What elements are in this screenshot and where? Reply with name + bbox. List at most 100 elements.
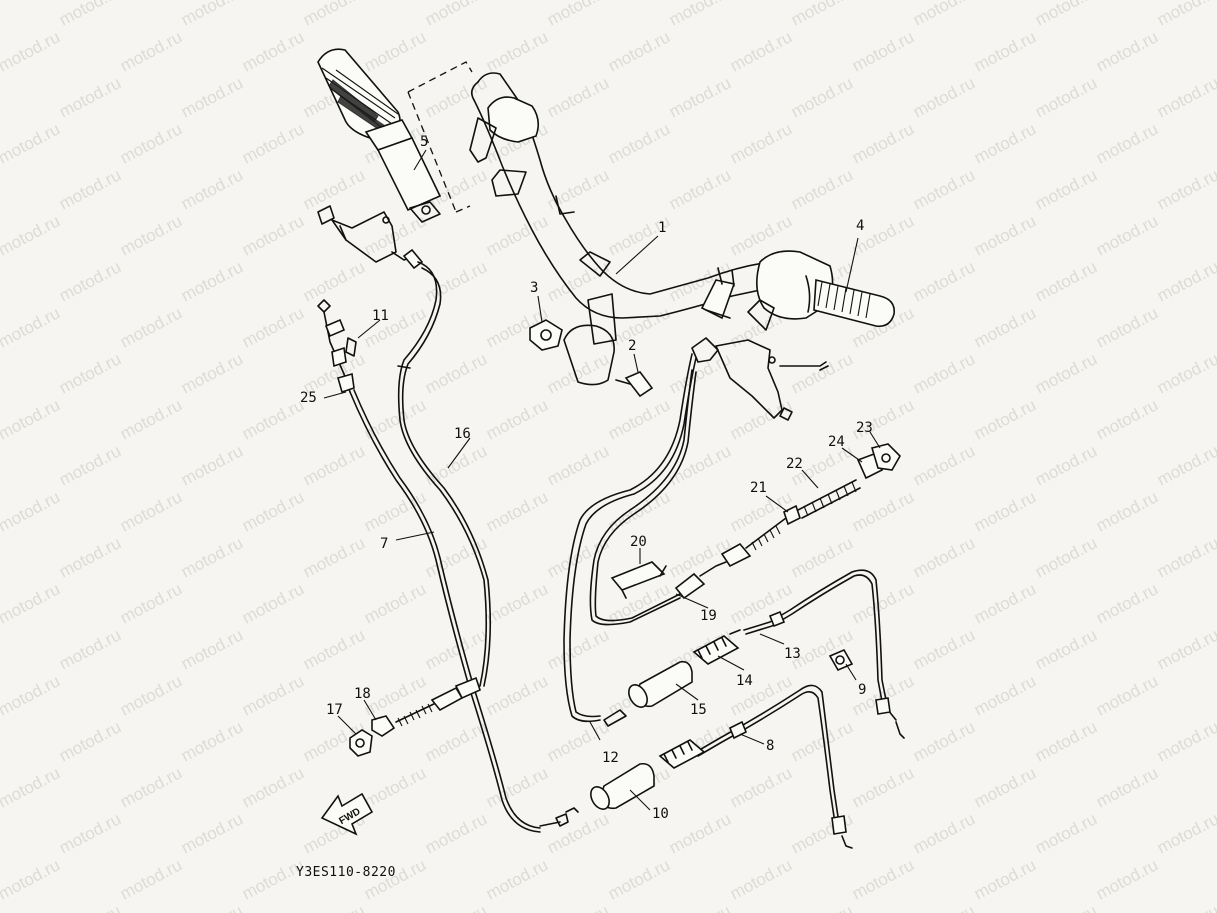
callout-16: 16	[454, 426, 471, 442]
callout-14: 14	[736, 673, 753, 689]
watermark-text: motod.ru	[1154, 441, 1217, 489]
boot-10	[590, 762, 655, 810]
watermark-text: motod.ru	[0, 27, 63, 75]
boot-15	[628, 660, 693, 708]
watermark-text: motod.ru	[0, 211, 63, 259]
left-grip	[317, 48, 442, 223]
spring-assembly	[783, 443, 901, 526]
callout-1: 1	[658, 220, 666, 236]
watermark-text: motod.ru	[117, 487, 185, 535]
watermark-text: motod.ru	[56, 809, 124, 857]
watermark-text: motod.ru	[788, 349, 856, 397]
watermark-text: motod.ru	[483, 763, 551, 811]
watermark-text: motod.ru	[0, 349, 2, 397]
watermark-text: motod.ru	[910, 165, 978, 213]
watermark-text: motod.ru	[1093, 855, 1161, 903]
watermark-text: motod.ru	[666, 0, 734, 30]
watermark-text: motod.ru	[544, 809, 612, 857]
watermark-text: motod.ru	[666, 901, 734, 913]
watermark-text: motod.ru	[910, 717, 978, 765]
watermark-text: motod.ru	[1032, 73, 1100, 121]
adjuster-assembly	[349, 676, 481, 757]
watermark-text: motod.ru	[1093, 27, 1161, 75]
callout-24: 24	[828, 434, 845, 450]
watermark-text: motod.ru	[239, 671, 307, 719]
watermark-text: motod.ru	[0, 671, 63, 719]
callout-4: 4	[856, 218, 864, 234]
watermark-text: motod.ru	[1093, 211, 1161, 259]
watermark-text: motod.ru	[361, 27, 429, 75]
watermark-text: motod.ru	[0, 487, 63, 535]
watermark-text: motod.ru	[1093, 303, 1161, 351]
watermark-text: motod.ru	[1154, 533, 1217, 581]
watermark-text: motod.ru	[727, 119, 795, 167]
watermark-text: motod.ru	[727, 763, 795, 811]
watermark-text: motod.ru	[1154, 809, 1217, 857]
left-grip-dashed-box	[407, 61, 473, 213]
watermark-text: motod.ru	[971, 579, 1039, 627]
throttle-grip	[747, 250, 896, 331]
watermark-text: motod.ru	[0, 395, 63, 443]
watermark-text: motod.ru	[239, 487, 307, 535]
watermark-text: motod.ru	[422, 901, 490, 913]
watermark-text: motod.ru	[849, 855, 917, 903]
watermark-text: motod.ru	[483, 579, 551, 627]
watermark-text: motod.ru	[544, 441, 612, 489]
watermark-text: motod.ru	[971, 303, 1039, 351]
watermark-text: motod.ru	[300, 625, 368, 673]
watermark-text: motod.ru	[727, 579, 795, 627]
watermark-text: motod.ru	[117, 579, 185, 627]
callout-20: 20	[630, 534, 647, 550]
watermark-text: motod.ru	[1093, 763, 1161, 811]
watermark-text: motod.ru	[117, 303, 185, 351]
watermark-text: motod.ru	[178, 809, 246, 857]
holder-14	[692, 629, 741, 665]
watermark-text: motod.ru	[544, 73, 612, 121]
watermark-text: motod.ru	[117, 763, 185, 811]
watermark-text: motod.ru	[1032, 257, 1100, 305]
watermark-text: motod.ru	[544, 349, 612, 397]
callout-3: 3	[530, 280, 538, 296]
throttle-cable-19	[589, 369, 787, 626]
watermark-text: motod.ru	[0, 73, 2, 121]
watermark-text: motod.ru	[422, 349, 490, 397]
watermark-text: motod.ru	[422, 625, 490, 673]
watermark-text: motod.ru	[971, 211, 1039, 259]
watermark-text: motod.ru	[0, 533, 2, 581]
watermark-text: motod.ru	[1154, 349, 1217, 397]
watermark-text: motod.ru	[727, 855, 795, 903]
watermark-text: motod.ru	[910, 73, 978, 121]
watermark-text: motod.ru	[971, 671, 1039, 719]
watermark-text: motod.ru	[178, 349, 246, 397]
watermark-text: motod.ru	[56, 625, 124, 673]
watermark-text: motod.ru	[1154, 901, 1217, 913]
watermark-text: motod.ru	[300, 441, 368, 489]
watermark-text: motod.ru	[849, 579, 917, 627]
watermark-text: motod.ru	[1154, 717, 1217, 765]
watermark-text: motod.ru	[0, 579, 63, 627]
callout-9: 9	[858, 682, 866, 698]
watermark-text: motod.ru	[300, 257, 368, 305]
callout-8: 8	[766, 738, 774, 754]
choke-cable	[349, 389, 579, 833]
watermark-text: motod.ru	[788, 533, 856, 581]
watermark-text: motod.ru	[1093, 395, 1161, 443]
watermark-text: motod.ru	[0, 717, 2, 765]
callouts: 1 2 3 4 5 7 8 9 10 11 12 13 14 15 16 17 …	[300, 134, 873, 822]
watermark-text: motod.ru	[727, 27, 795, 75]
watermark-text: motod.ru	[849, 119, 917, 167]
watermark-text: motod.ru	[910, 349, 978, 397]
watermark-text: motod.ru	[178, 257, 246, 305]
clutch-cable	[397, 261, 492, 687]
callout-11: 11	[372, 308, 389, 324]
watermark-text: motod.ru	[0, 809, 2, 857]
handlebar	[469, 72, 771, 386]
watermark-text: motod.ru	[666, 809, 734, 857]
watermark-text: motod.ru	[605, 119, 673, 167]
watermark-text: motod.ru	[1154, 0, 1217, 30]
watermark-text: motod.ru	[178, 165, 246, 213]
watermark-text: motod.ru	[1093, 487, 1161, 535]
watermark-text: motod.ru	[849, 27, 917, 75]
